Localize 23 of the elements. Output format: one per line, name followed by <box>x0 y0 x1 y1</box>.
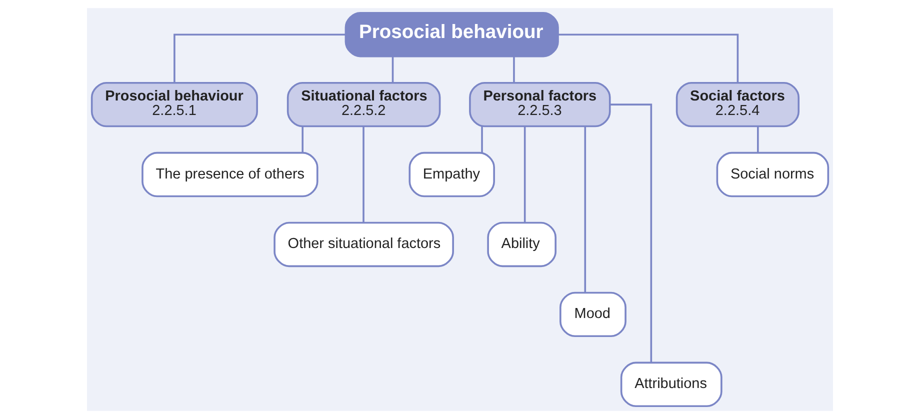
connector <box>362 126 364 222</box>
node-box: Social norms <box>716 152 830 198</box>
connector <box>481 126 483 153</box>
connector <box>174 34 346 83</box>
node-box: Other situational factors <box>274 222 454 268</box>
node-box: Situational factors 2.2.5.2 <box>286 82 441 128</box>
connector <box>558 34 739 83</box>
node-box: The presence of others <box>142 152 318 198</box>
connector <box>392 56 394 83</box>
node-box: Ability <box>487 222 556 268</box>
node-box: Social factors 2.2.5.4 <box>676 82 800 128</box>
connector <box>513 56 515 83</box>
connector <box>610 104 652 362</box>
node-box: Empathy <box>408 152 495 198</box>
node-box: Personal factors 2.2.5.3 <box>469 82 611 128</box>
connector <box>302 126 304 153</box>
node-box: Mood <box>560 292 626 338</box>
connector <box>757 126 759 153</box>
node-box: Attributions <box>620 362 722 407</box>
node-box: Prosocial behaviour 2.2.5.1 <box>90 82 258 128</box>
connector <box>524 126 526 222</box>
node-box: Prosocial behaviour <box>344 12 559 58</box>
connector <box>584 126 586 293</box>
